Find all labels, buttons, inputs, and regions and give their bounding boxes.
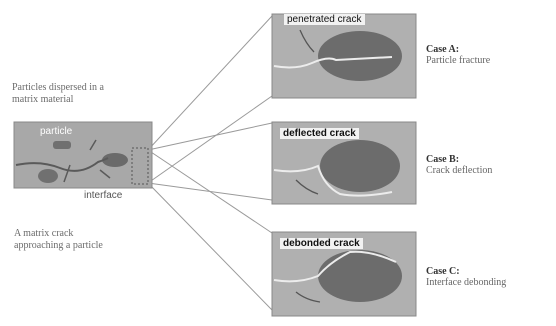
panel-label-a: penetrated crack	[284, 14, 365, 25]
case-b-desc: Crack deflection	[426, 165, 492, 176]
label-particle: particle	[40, 126, 72, 137]
case-c-text: Case C: Interface debonding	[426, 266, 506, 288]
particle-left	[38, 169, 58, 183]
caption-top-line2: matrix material	[12, 94, 104, 106]
caption-bottom-line1: A matrix crack	[14, 228, 103, 240]
caption-top: Particles dispersed in a matrix material	[12, 82, 104, 106]
case-a-desc: Particle fracture	[426, 55, 490, 66]
matrix-panel	[14, 122, 152, 188]
caption-bottom-line2: approaching a particle	[14, 240, 103, 252]
panel-label-b: deflected crack	[280, 128, 359, 139]
case-a-text: Case A: Particle fracture	[426, 44, 490, 66]
panel-label-c: debonded crack	[280, 238, 363, 249]
case-b-text: Case B: Crack deflection	[426, 154, 492, 176]
particle-small	[53, 141, 71, 149]
case-c-desc: Interface debonding	[426, 277, 506, 288]
connector-lines	[148, 16, 272, 310]
label-interface: interface	[84, 190, 122, 201]
case-a-title: Case A:	[426, 44, 490, 55]
caption-bottom: A matrix crack approaching a particle	[14, 228, 103, 252]
case-b-title: Case B:	[426, 154, 492, 165]
case-a-panel	[272, 14, 416, 98]
case-c-title: Case C:	[426, 266, 506, 277]
caption-top-line1: Particles dispersed in a	[12, 82, 104, 94]
